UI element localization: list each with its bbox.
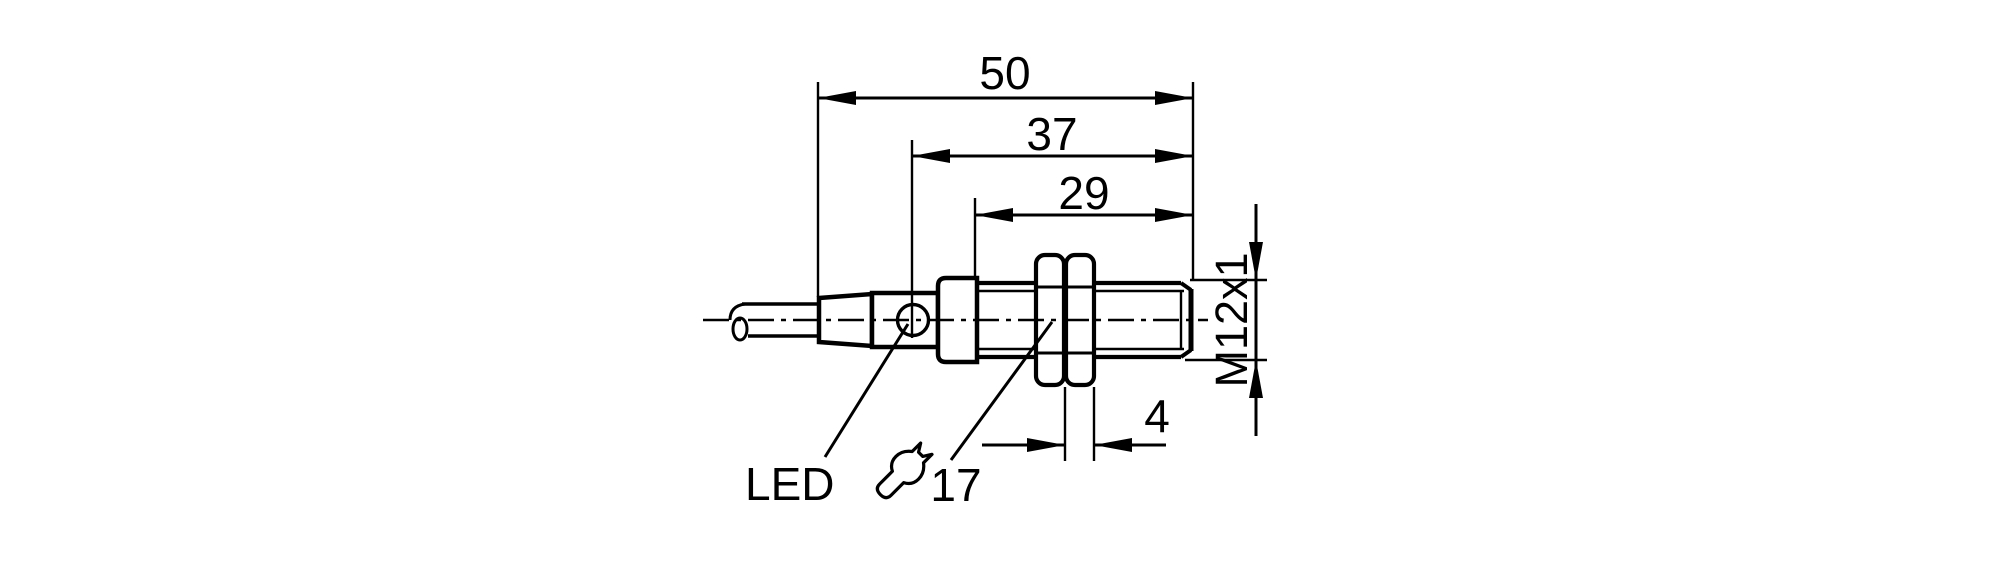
dim-text-29: 29 — [1058, 167, 1109, 219]
wrench-leader-line — [949, 321, 1054, 461]
dim-text-4: 4 — [1144, 390, 1170, 442]
arrowhead-m12-bottom — [1249, 360, 1263, 398]
dimension-29: 29 — [975, 167, 1193, 222]
arrowhead-37-left — [912, 149, 950, 163]
wrench-size-callout: 17 — [875, 321, 1054, 511]
extension-lines — [816, 82, 1267, 461]
dimension-m12: M12x1 — [1206, 204, 1263, 436]
arrowhead-4-right — [1094, 438, 1132, 452]
dimension-50: 50 — [818, 47, 1193, 105]
end-chamfer-top — [1179, 281, 1193, 292]
led-callout: LED — [745, 323, 910, 510]
thread-spec-label: M12x1 — [1206, 252, 1257, 387]
dimension-4: 4 — [982, 390, 1170, 452]
arrowhead-50-right — [1155, 91, 1193, 105]
led-leader-line — [823, 323, 910, 458]
arrowhead-50-left — [818, 91, 856, 105]
arrowhead-4-left — [1027, 438, 1065, 452]
collar — [935, 275, 980, 365]
wrench-size-label: 17 — [930, 459, 981, 511]
dim-text-50: 50 — [979, 47, 1030, 99]
dimension-37: 37 — [912, 108, 1193, 163]
wrench-icon — [875, 441, 934, 500]
end-chamfer-bottom — [1179, 348, 1193, 359]
cable-end-loop — [731, 316, 749, 342]
led-label: LED — [745, 458, 834, 510]
cable-end-cap — [728, 302, 746, 321]
arrowhead-29-left — [975, 208, 1013, 222]
arrowhead-m12-top — [1249, 242, 1263, 280]
arrowhead-29-right — [1155, 208, 1193, 222]
dim-text-37: 37 — [1026, 108, 1077, 160]
arrowhead-37-right — [1155, 149, 1193, 163]
